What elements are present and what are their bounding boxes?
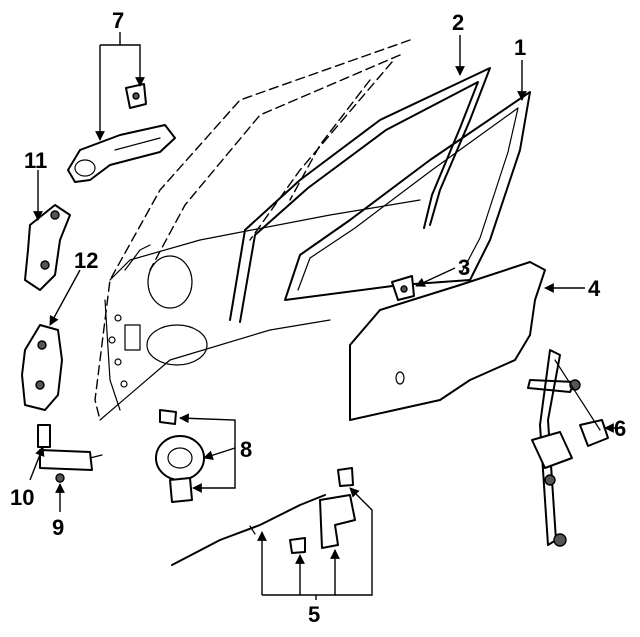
- glass-panel: [349, 261, 546, 421]
- callout-12: 12: [74, 248, 98, 273]
- window-regulator: [527, 349, 609, 547]
- callout-10: 10: [10, 485, 34, 510]
- door-shell-outline: [94, 39, 421, 421]
- glass-run-channel: [229, 67, 491, 323]
- outside-handle: [67, 83, 176, 183]
- callout-5: 5: [308, 602, 320, 627]
- upper-hinge: [24, 204, 71, 291]
- callout-3: 3: [458, 255, 470, 280]
- callout-2: 2: [452, 10, 464, 35]
- callout-9: 9: [52, 515, 64, 540]
- lower-hinge: [21, 324, 63, 411]
- door-glass: [284, 91, 531, 301]
- door-check: [37, 424, 103, 483]
- callout-7: 7: [112, 8, 124, 33]
- callout-8: 8: [240, 437, 252, 462]
- leader-lines: [29, 32, 622, 600]
- callout-11: 11: [24, 148, 47, 173]
- lock-cable-latch: [171, 467, 356, 566]
- callout-1: 1: [514, 35, 526, 60]
- callout-4: 4: [588, 276, 601, 301]
- callout-labels: 1 2 3 4 5 6 7 8 9 10 11 12: [10, 8, 626, 627]
- callout-6: 6: [614, 416, 626, 441]
- glass-clip: [391, 275, 415, 301]
